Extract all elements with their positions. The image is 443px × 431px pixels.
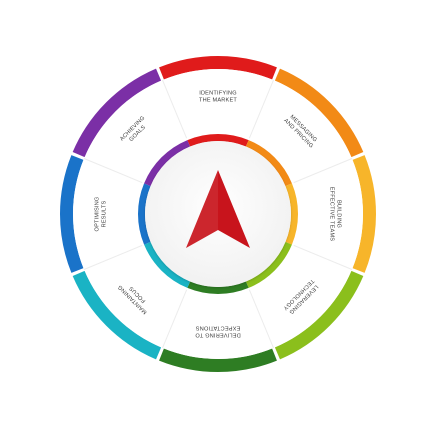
segment-label-line: RESULTS [102, 201, 108, 228]
ring-segment-5 [159, 348, 277, 372]
divider-line [248, 79, 274, 139]
ring-segment-8 [72, 68, 162, 158]
center-hub [137, 133, 299, 294]
hub-ring-segment [137, 183, 151, 245]
hub-ring-segment [144, 241, 191, 288]
hub-ring-segment [187, 281, 249, 294]
hub-ring-segment [285, 183, 299, 245]
hub-ring-segment [245, 241, 292, 288]
divider-line [248, 289, 274, 349]
hub-ring-segment [187, 133, 249, 147]
segment-label-line: OPTIMISING [95, 197, 101, 232]
arrow-highlight [186, 170, 218, 248]
segment-label-line: THE MARKET [199, 98, 237, 104]
segment-dividers [83, 79, 353, 349]
ring-segment-4 [274, 270, 364, 360]
ring-segment-7 [59, 155, 84, 273]
divider-line [293, 244, 353, 270]
divider-line [83, 158, 143, 184]
hub-ring-segment [245, 140, 292, 187]
segment-label-line: BUILDING [336, 200, 342, 228]
divider-line [83, 244, 143, 270]
divider-line [162, 289, 188, 349]
hub-ring-segment [144, 140, 191, 187]
direction-arrow-icon [186, 170, 250, 248]
segment-label-line: DELIVERING TO [195, 332, 241, 338]
ring-segment-2 [274, 68, 364, 158]
ring-segment-1 [159, 56, 277, 80]
divider-line [293, 158, 353, 184]
segment-label-line: IDENTIFYING [199, 91, 237, 97]
outer-color-ring [59, 56, 377, 372]
segment-label-line: EXPECTATIONS [196, 325, 241, 331]
segment-label-line: EFFECTIVE TEAMS [329, 187, 335, 242]
ring-segment-3 [352, 155, 377, 273]
ring-segment-6 [72, 270, 162, 360]
divider-line [162, 79, 188, 139]
